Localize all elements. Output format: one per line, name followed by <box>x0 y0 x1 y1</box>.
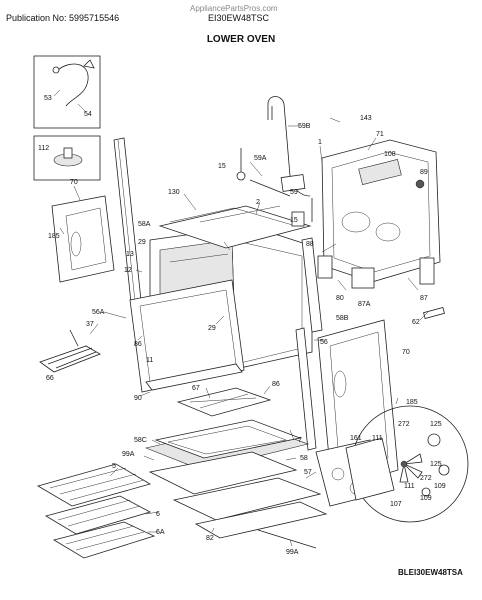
rear-small-parts <box>317 255 445 319</box>
publication-number: Publication No: 5995715546 <box>6 13 120 23</box>
watermark: AppliancePartsPros.com <box>190 4 278 13</box>
trim-bar <box>145 363 243 391</box>
right-frame-strip <box>301 237 323 333</box>
callout-108: 108 <box>384 151 396 158</box>
callout-7: 7 <box>298 437 302 444</box>
callout-59B: 59B <box>298 123 311 130</box>
meat-probe-inset <box>33 55 101 129</box>
callout-29-top: 29 <box>138 239 146 246</box>
callout-89: 89 <box>420 169 428 176</box>
callout-58C: 58C <box>134 437 147 444</box>
callout-272-top: 272 <box>398 421 410 428</box>
front-right-strip <box>295 327 317 451</box>
callout-54: 54 <box>84 111 92 118</box>
callout-6A: 6A <box>156 529 165 536</box>
thermostat-parts <box>236 148 313 227</box>
callout-82: 82 <box>206 535 214 542</box>
callout-6: 6 <box>156 511 160 518</box>
callout-99A-bottom: 99A <box>286 549 299 556</box>
sensor-inset <box>33 135 101 181</box>
callout-112: 112 <box>38 145 49 152</box>
footer-code: BLEI30EW48TSA <box>398 568 463 577</box>
callout-labels: 53 54 112 70 185 143 59B 71 108 89 15 59… <box>38 95 446 556</box>
vent-tube <box>267 96 311 197</box>
callout-86-mid: 86 <box>272 381 280 388</box>
callout-66: 66 <box>46 375 54 382</box>
callout-111-top: 111 <box>372 435 383 442</box>
callout-109-top: 109 <box>434 483 446 490</box>
callout-71: 71 <box>376 131 384 138</box>
callout-57: 57 <box>304 469 312 476</box>
callout-70-right: 70 <box>402 349 410 356</box>
callout-185-right: 185 <box>406 399 418 406</box>
left-side-panel <box>51 195 115 283</box>
callout-29-mid: 29 <box>208 325 216 332</box>
callout-62: 62 <box>412 319 420 326</box>
callout-58A: 58A <box>138 221 151 228</box>
callout-67: 67 <box>192 385 200 392</box>
callout-161: 161 <box>350 435 362 442</box>
callout-86-left: 86 <box>134 341 142 348</box>
callout-125-mid: 125 <box>430 461 442 468</box>
callout-99A-left: 99A <box>122 451 135 458</box>
callout-111-bottom: 111 <box>404 483 415 490</box>
callout-90: 90 <box>134 395 142 402</box>
callout-272-mid: 272 <box>420 475 432 482</box>
convection-fan-inset <box>345 405 469 523</box>
rear-panel <box>321 139 441 283</box>
callout-58B: 58B <box>336 315 349 322</box>
callout-87: 87 <box>420 295 428 302</box>
callout-70-left: 70 <box>70 179 78 186</box>
callout-2: 2 <box>256 199 260 206</box>
callout-88: 88 <box>306 241 314 248</box>
bake-element <box>39 329 101 373</box>
callout-56A: 56A <box>92 309 105 316</box>
middle-element <box>176 387 272 417</box>
callout-143: 143 <box>360 115 372 122</box>
callout-5: 5 <box>112 463 116 470</box>
page-title: LOWER OVEN <box>206 34 276 45</box>
callout-53: 53 <box>44 95 52 102</box>
callout-109-bottom: 109 <box>420 495 432 502</box>
callout-185-left: 185 <box>48 233 60 240</box>
callout-58: 58 <box>300 455 308 462</box>
callout-59A: 59A <box>254 155 267 162</box>
callout-59: 59 <box>290 189 298 196</box>
callout-15-mid: 15 <box>290 217 298 224</box>
model-number: EI30EW48TSC <box>208 13 270 23</box>
oven-racks <box>36 463 156 559</box>
callout-130-top: 130 <box>168 189 180 196</box>
callout-15-top: 15 <box>218 163 226 170</box>
callout-37: 37 <box>86 321 94 328</box>
callout-107: 107 <box>390 501 402 508</box>
callout-13: 13 <box>126 251 134 258</box>
callout-12: 12 <box>124 267 132 274</box>
lower-frame <box>148 451 328 549</box>
bottom-pan <box>144 419 310 471</box>
leader-lines <box>53 89 429 547</box>
cavity-top-plate <box>158 205 312 249</box>
callout-56: 56 <box>320 339 328 346</box>
callout-125-top: 125 <box>430 421 442 428</box>
callout-1: 1 <box>318 139 322 146</box>
callout-11: 11 <box>146 357 153 364</box>
callout-87A: 87A <box>358 301 371 308</box>
callout-80: 80 <box>336 295 344 302</box>
